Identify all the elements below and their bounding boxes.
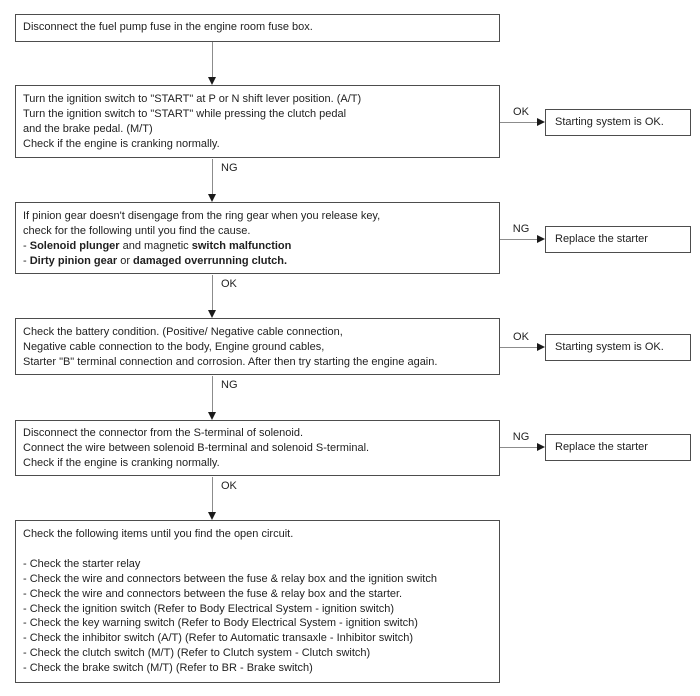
step-box-6: Check the following items until you find… (15, 520, 500, 683)
step-text-line: Check if the engine is cranking normally… (23, 456, 220, 469)
step-text-segment-bold: Solenoid plunger (29, 239, 120, 252)
step-text-line: Turn the ignition switch to "START" whil… (23, 107, 347, 120)
step-text-segment-bold: switch malfunction (191, 239, 292, 252)
step-text-line: - Check the brake switch (M/T) (Refer to… (23, 662, 313, 675)
side-arrow-line-2 (500, 239, 537, 240)
side-arrowhead-icon-3 (537, 343, 545, 351)
step-text-line: Disconnect the fuel pump fuse in the eng… (23, 21, 313, 33)
branch-label-3: OK (221, 278, 237, 290)
branch-label-5: OK (221, 480, 237, 492)
side-arrow-line-4 (500, 447, 537, 448)
side-branch-label-4: NG (512, 431, 530, 443)
branch-label-2: NG (221, 162, 238, 174)
result-label: Starting system is OK. (555, 116, 664, 129)
step-text-segment: and magnetic (119, 239, 192, 252)
step-text-line: - Check the starter relay (23, 557, 141, 570)
step-text-segment: - (23, 239, 30, 252)
step-text-line: Negative cable connection to the body, E… (23, 340, 325, 353)
step-text-segment-bold: damaged overrunning clutch. (133, 254, 288, 267)
step-text-segment: - (23, 254, 30, 267)
down-arrow-line-3 (212, 275, 213, 311)
result-label: Starting system is OK. (555, 341, 664, 354)
result-box-1: Starting system is OK. (545, 109, 691, 136)
step-box-1: Disconnect the fuel pump fuse in the eng… (15, 14, 500, 42)
step-text-line: - Check the inhibitor switch (A/T) (Refe… (23, 632, 414, 645)
step-text-segment: or (117, 254, 134, 267)
step-box-4: Check the battery condition. (Positive/ … (15, 318, 500, 375)
step-text-line (23, 542, 492, 557)
step-box-5: Disconnect the connector from the S-term… (15, 420, 500, 476)
step-box-2: Turn the ignition switch to "START" at P… (15, 85, 500, 158)
step-text-line: Connect the wire between solenoid B-term… (23, 441, 370, 454)
step-text-line: Starter "B" terminal connection and corr… (23, 355, 438, 368)
result-label: Replace the starter (555, 441, 648, 454)
down-arrowhead-icon-4 (208, 412, 216, 420)
step-text-line: If pinion gear doesn't disengage from th… (23, 210, 381, 222)
down-arrowhead-icon-2 (208, 194, 216, 202)
branch-label-4: NG (221, 379, 238, 391)
result-box-2: Replace the starter (545, 226, 691, 253)
step-text-line: Check if the engine is cranking normally… (23, 137, 220, 150)
side-branch-label-2: NG (512, 223, 530, 235)
step-text-line: - Check the ignition switch (Refer to Bo… (23, 602, 395, 615)
step-text-line: and the brake pedal. (M/T) (23, 122, 153, 135)
step-text-line: Check the battery condition. (Positive/ … (23, 326, 343, 338)
side-arrow-line-1 (500, 122, 537, 123)
step-box-3: If pinion gear doesn't disengage from th… (15, 202, 500, 274)
side-branch-label-1: OK (513, 106, 529, 118)
step-text-line: - Check the clutch switch (M/T) (Refer t… (23, 647, 371, 660)
side-branch-label-3: OK (513, 331, 529, 343)
result-label: Replace the starter (555, 233, 648, 246)
step-text-line: - Check the wire and connectors between … (23, 572, 437, 585)
step-text-line: - Solenoid plunger and magnetic switch m… (23, 239, 492, 254)
side-arrowhead-icon-4 (537, 443, 545, 451)
result-box-4: Replace the starter (545, 434, 691, 461)
down-arrowhead-icon-5 (208, 512, 216, 520)
side-arrow-line-3 (500, 347, 537, 348)
down-arrowhead-icon-3 (208, 310, 216, 318)
side-arrowhead-icon-2 (537, 235, 545, 243)
step-text-line: Turn the ignition switch to "START" at P… (23, 93, 362, 105)
step-text-line: Check the following items until you find… (23, 528, 294, 540)
step-text-line: Disconnect the connector from the S-term… (23, 427, 304, 439)
step-text-line: - Check the key warning switch (Refer to… (23, 617, 418, 630)
step-text-segment-bold: Dirty pinion gear (29, 254, 118, 267)
step-text-line: check for the following until you find t… (23, 224, 251, 237)
down-arrow-line-4 (212, 376, 213, 413)
result-box-3: Starting system is OK. (545, 334, 691, 361)
down-arrow-line-5 (212, 477, 213, 513)
down-arrow-line-1 (212, 42, 213, 78)
down-arrow-line-2 (212, 159, 213, 195)
side-arrowhead-icon-1 (537, 118, 545, 126)
step-text-line: - Dirty pinion gear or damaged overrunni… (23, 254, 492, 269)
step-text-line: - Check the wire and connectors between … (23, 587, 403, 600)
down-arrowhead-icon-1 (208, 77, 216, 85)
